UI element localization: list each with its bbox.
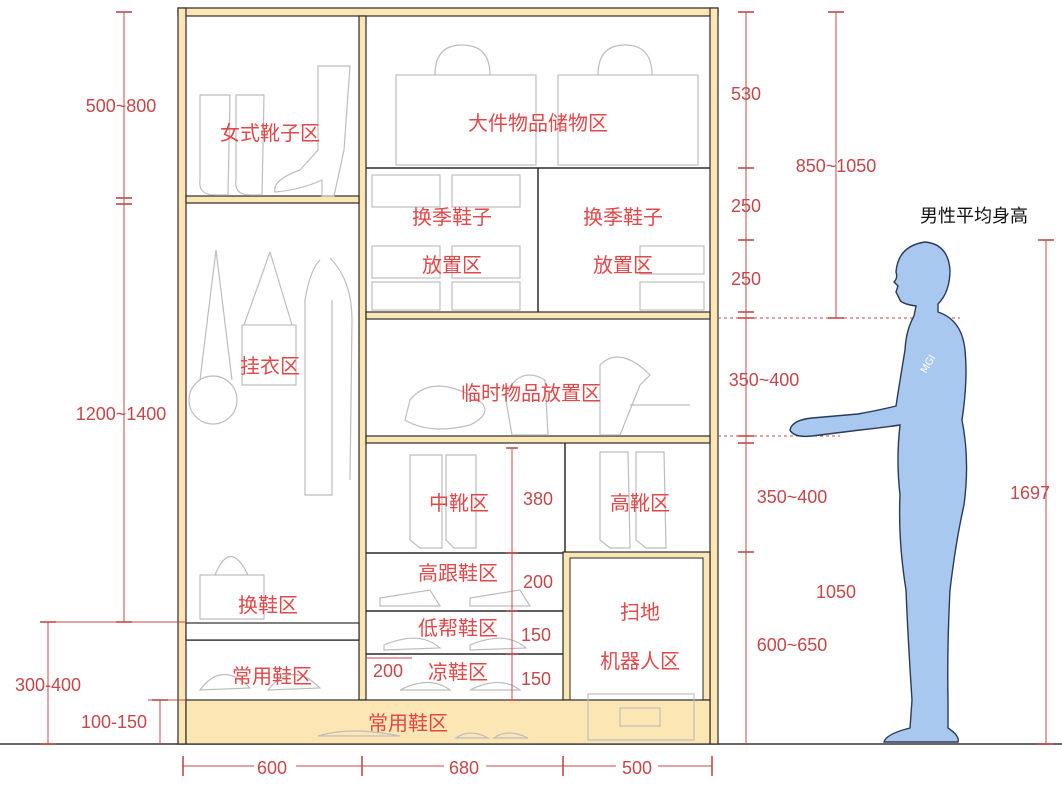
- zone-mid-boots: 中靴区: [429, 491, 489, 515]
- dim-top-zone: 850~1050: [796, 156, 877, 176]
- zone-sandals: 凉鞋区: [428, 660, 488, 684]
- dim-heels: 200: [523, 572, 553, 592]
- zone-high-boots: 高靴区: [610, 491, 670, 515]
- zone-robot-line2: 机器人区: [600, 649, 680, 673]
- zone-robot-line1: 扫地: [620, 600, 660, 624]
- dim-width-middle: 680: [449, 758, 479, 778]
- dim-lower-left: 300-400: [15, 675, 81, 695]
- wardrobe-frame: [177, 7, 719, 745]
- left-dimensions: 500~800 1200~1400 300-400 100-150: [15, 11, 186, 745]
- dim-large-storage: 530: [731, 84, 761, 104]
- zone-seasonal-left-line1: 换季鞋子: [412, 205, 492, 229]
- zone-temporary: 临时物品放置区: [461, 381, 601, 405]
- dim-sandal-width: 200: [373, 661, 403, 681]
- right-dimensions: 530 250 250 350~400 350~400 1050 600~650…: [718, 11, 1054, 745]
- dim-robot: 600~650: [757, 635, 828, 655]
- human-figure: MGI: [789, 241, 968, 743]
- dim-mid-boots: 380: [523, 489, 553, 509]
- zone-seasonal-left-line2: 放置区: [422, 253, 482, 277]
- sketch-items: [188, 44, 705, 741]
- zone-hanging: 挂衣区: [240, 354, 300, 378]
- dim-temporary: 350~400: [729, 370, 800, 390]
- zone-boots-women: 女式靴子区: [220, 121, 320, 145]
- zone-labels: 女式靴子区 大件物品储物区 换季鞋子 放置区 换季鞋子 放置区 挂衣区 临时物品…: [220, 111, 680, 735]
- dim-human-height: 1697: [1010, 483, 1050, 503]
- dim-seasonal-upper: 250: [731, 196, 761, 216]
- zone-low-top: 低帮鞋区: [418, 616, 498, 640]
- zone-high-heels: 高跟鞋区: [418, 561, 498, 585]
- inner-dimensions: 380 200 150 150 200: [366, 447, 553, 701]
- inner-shelves: [185, 167, 710, 655]
- zone-common-shoes-bottom: 常用鞋区: [368, 711, 448, 735]
- zone-change-shoes: 换鞋区: [238, 593, 298, 617]
- zone-common-shoes-upper: 常用鞋区: [232, 664, 312, 688]
- zone-large-storage: 大件物品储物区: [468, 111, 608, 135]
- bottom-dimensions: 600 680 500: [182, 756, 713, 778]
- dim-low-top: 150: [521, 625, 551, 645]
- dim-boots-height: 500~800: [86, 96, 157, 116]
- human-label: 男性平均身高: [920, 206, 1028, 227]
- zone-seasonal-right-line2: 放置区: [593, 253, 653, 277]
- dim-width-right: 500: [622, 758, 652, 778]
- dim-plinth: 100-150: [81, 712, 147, 732]
- dim-width-left: 600: [257, 758, 287, 778]
- dim-high-boots: 350~400: [757, 487, 828, 507]
- dim-seasonal-lower: 250: [731, 269, 761, 289]
- dim-sandals: 150: [521, 669, 551, 689]
- dim-reach-height: 1050: [816, 582, 856, 602]
- zone-seasonal-right-line1: 换季鞋子: [583, 205, 663, 229]
- dim-hanging-height: 1200~1400: [76, 404, 167, 424]
